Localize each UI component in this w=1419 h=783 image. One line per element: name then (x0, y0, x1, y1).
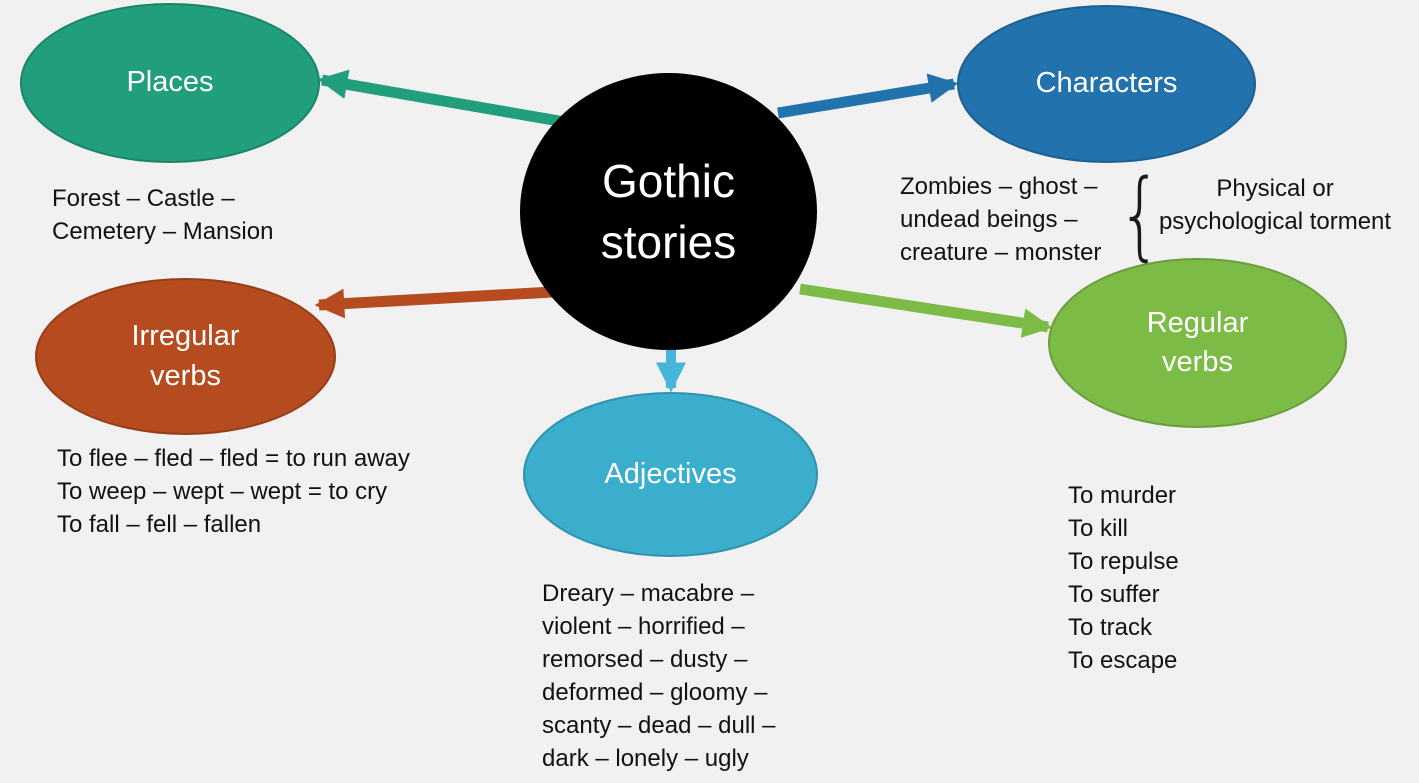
node-places: Places (20, 3, 320, 163)
brace-icon: { (1118, 159, 1162, 271)
characters-items-text: Zombies – ghost – undead beings – creatu… (900, 173, 1102, 266)
center-node-gothic-stories: Gothic stories (520, 73, 817, 350)
center-node-label: Gothic stories (600, 154, 737, 268)
node-places-label: Places (126, 66, 214, 99)
node-adjectives-label: Adjectives (604, 457, 737, 490)
node-characters: Characters (957, 5, 1256, 163)
node-adjectives: Adjectives (523, 392, 818, 557)
places-items-text: Forest – Castle – Cemetery – Mansion (52, 185, 274, 245)
node-regular-verbs: Regular verbs (1048, 258, 1347, 428)
regular-verbs-items-text: To murder To kill To repulse To suffer T… (1068, 482, 1179, 674)
node-characters-label: Characters (1035, 67, 1178, 100)
arrow-to-regular-verbs (799, 283, 1053, 338)
node-irregular-verbs: Irregular verbs (35, 278, 336, 435)
arrow-to-characters (777, 73, 959, 119)
adjectives-items-text: Dreary – macabre – violent – horrified –… (542, 580, 776, 772)
node-irregular-verbs-label: Irregular verbs (131, 320, 240, 392)
arrow-to-places (317, 69, 566, 128)
arrow-to-irregular-verbs (314, 286, 554, 319)
node-regular-verbs-label: Regular verbs (1146, 306, 1249, 378)
irregular-verbs-items-text: To flee – fled – fled = to run away To w… (57, 445, 410, 538)
torment-note-text: Physical or psychological torment (1158, 175, 1392, 235)
